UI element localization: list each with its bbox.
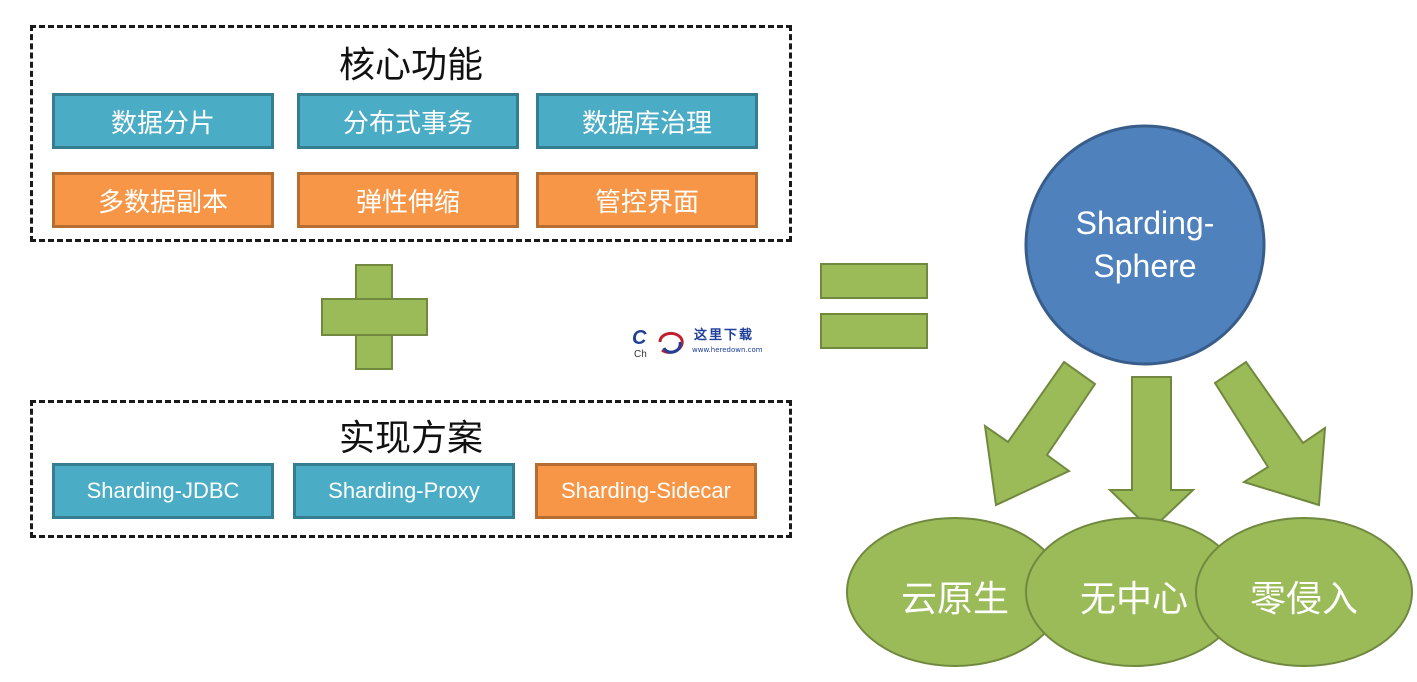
tile-database-governance: 数据库治理 xyxy=(536,93,758,149)
core-functions-box: 核心功能 xyxy=(30,25,792,242)
watermark-url: www.heredown.com xyxy=(692,346,763,354)
trait-cloud-native: 云原生 xyxy=(900,579,1009,620)
arrow-left-icon xyxy=(983,360,1097,507)
implementation-title: 实现方案 xyxy=(338,418,483,459)
equals-icon-top xyxy=(820,263,928,299)
equals-icon-bottom xyxy=(820,313,928,349)
core-functions-title: 核心功能 xyxy=(338,45,483,86)
tile-distributed-transaction: 分布式事务 xyxy=(297,93,519,149)
tile-sharding-proxy: Sharding-Proxy xyxy=(293,463,515,519)
sphere-label-line2: Sphere xyxy=(1093,248,1197,284)
sphere-label-line1: Sharding- xyxy=(1075,205,1215,241)
tile-sharding-jdbc: Sharding-JDBC xyxy=(52,463,274,519)
implementation-box: 实现方案 xyxy=(30,400,792,538)
trait-decentralized: 无中心 xyxy=(1079,579,1188,620)
arrow-down-icon xyxy=(1107,376,1196,532)
arrow-right-icon xyxy=(1213,360,1327,507)
svg-text:Ch: Ch xyxy=(634,349,647,360)
watermark-logo: C Ch 这里下载 www.heredown.com xyxy=(630,322,780,362)
sphere-circle xyxy=(1024,124,1266,366)
tile-data-sharding: 数据分片 xyxy=(52,93,274,149)
tile-management-ui: 管控界面 xyxy=(536,172,758,228)
svg-text:C: C xyxy=(632,327,647,349)
tile-sharding-sidecar: Sharding-Sidecar xyxy=(535,463,757,519)
plus-icon-horizontal xyxy=(321,298,428,336)
trait-zero-intrusion: 零侵入 xyxy=(1249,579,1358,620)
ellipse-zero-intrusion xyxy=(1195,517,1413,667)
tile-multi-replica: 多数据副本 xyxy=(52,172,274,228)
tile-elastic-scaling: 弹性伸缩 xyxy=(297,172,519,228)
watermark-brand: 这里下载 xyxy=(694,328,755,343)
